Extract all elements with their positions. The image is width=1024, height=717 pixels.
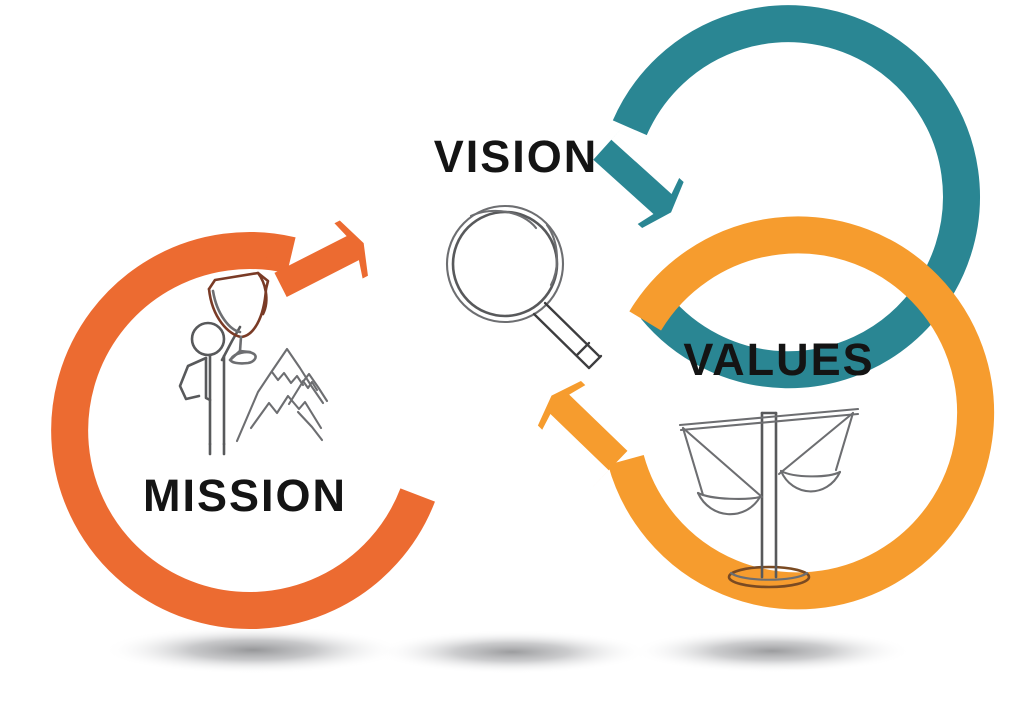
values-label: VALUES <box>683 334 874 385</box>
vision-ring-arc <box>612 5 980 389</box>
trophy-icon <box>207 271 270 365</box>
icon-values-balance-scale: VALUES <box>678 334 874 589</box>
ring-group-values[interactable] <box>521 216 995 610</box>
mission-ring-arrow-head <box>260 220 368 297</box>
values-ring-arc <box>608 216 995 610</box>
vision-label: VISION <box>434 131 599 182</box>
person-icon <box>178 321 242 456</box>
mission-label: MISSION <box>143 470 347 521</box>
mountain-icon <box>235 347 329 443</box>
scale-base <box>727 565 811 589</box>
icon-mission-trophy-person-mountain: MISSION <box>143 271 347 521</box>
vision-ring-arrow-head <box>593 117 684 229</box>
shadow-ellipse-mission <box>103 626 403 674</box>
mission-ring-arc <box>51 232 435 629</box>
ring-group-vision[interactable] <box>581 5 980 389</box>
ring-group-mission[interactable] <box>51 204 435 629</box>
ground-shadows <box>103 626 912 674</box>
values-ring-arrow-head <box>537 380 628 492</box>
icon-vision-magnifying-glass: VISION <box>434 131 603 370</box>
shadow-ellipse-values <box>632 629 912 673</box>
shadow-ellipse-vision <box>376 630 648 674</box>
